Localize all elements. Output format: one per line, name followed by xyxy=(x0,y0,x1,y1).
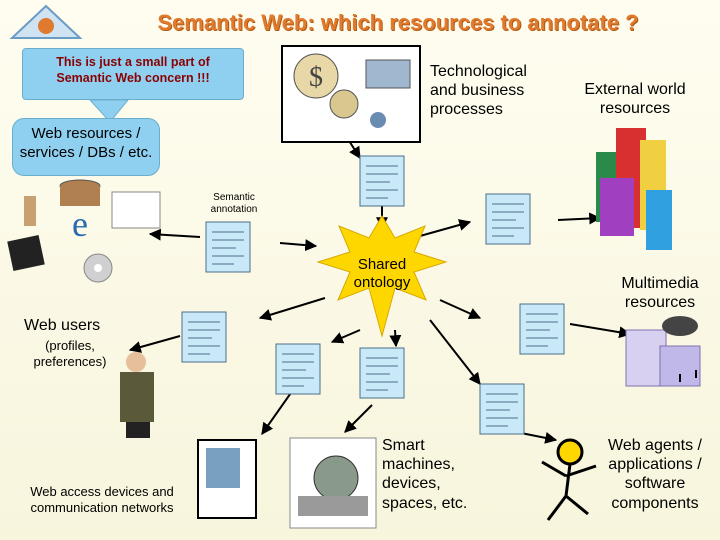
agent-figure xyxy=(541,438,597,521)
multimedia-line-1: Multimedia xyxy=(621,275,699,292)
web-users-line-3: preferences) xyxy=(33,353,107,369)
smart-line-3: devices, xyxy=(382,475,441,493)
smart-machine-image xyxy=(289,437,377,529)
shared-ontology-line-1: Shared xyxy=(357,256,407,273)
web-resources-line-1: Web resources / xyxy=(31,125,141,142)
web-access-label: Web access devices and communication net… xyxy=(10,484,194,515)
web-users-line-2: (profiles, xyxy=(45,338,95,353)
smart-line-4: spaces, etc. xyxy=(382,494,468,512)
web-resources-line-2: services / DBs / etc. xyxy=(19,143,153,161)
web-resources-box: Web resources / services / DBs / etc. xyxy=(12,118,160,176)
smart-line-1: Smart xyxy=(382,437,425,454)
agents-line-4: components xyxy=(611,494,699,512)
technological-line-2: and business xyxy=(430,82,525,100)
callout-line-2: Semantic Web concern !!! xyxy=(56,70,210,85)
web-access-line-1: Web access devices and xyxy=(30,484,174,499)
web-users-detail: (profiles, preferences) xyxy=(18,338,122,369)
multimedia-line-2: resources xyxy=(624,294,696,312)
web-user-figure xyxy=(120,352,154,438)
access-devices-icon xyxy=(197,439,257,519)
shared-ontology-star xyxy=(316,215,448,338)
agents-line-2: applications / xyxy=(608,456,702,474)
svg-text:e: e xyxy=(72,204,88,244)
callout-box: This is just a small part of Semantic We… xyxy=(22,48,244,100)
external-line-2: resources xyxy=(599,100,671,118)
semantic-annotation-line-1: Semantic xyxy=(213,192,255,203)
smart-line-2: machines, xyxy=(382,456,455,474)
svg-text:$: $ xyxy=(309,62,323,93)
multimedia-icon xyxy=(625,316,701,387)
multimedia-label: Multimedia resources xyxy=(608,274,712,312)
buildings-icon xyxy=(596,128,672,250)
web-resources-icons: e xyxy=(7,179,161,283)
business-process-image: $ xyxy=(281,45,421,143)
technological-label: Technological and business processes xyxy=(430,62,527,120)
agents-label: Web agents / applications / software com… xyxy=(596,436,714,513)
shared-ontology-label: Shared ontology xyxy=(336,256,428,292)
slide-title: Semantic Web: which resources to annotat… xyxy=(157,10,639,35)
agents-line-3: software xyxy=(624,475,686,493)
technological-line-1: Technological xyxy=(430,63,527,80)
web-access-line-2: communication networks xyxy=(30,499,174,515)
external-line-1: External world xyxy=(584,81,686,98)
callout-pointer xyxy=(88,99,130,123)
logo-icon xyxy=(9,4,83,39)
external-label: External world resources xyxy=(572,80,698,118)
agents-line-1: Web agents / xyxy=(608,437,702,454)
semantic-annotation-label: Semantic annotation xyxy=(196,192,272,216)
shared-ontology-line-2: ontology xyxy=(353,274,411,291)
semantic-annotation-line-2: annotation xyxy=(210,204,258,215)
smart-label: Smart machines, devices, spaces, etc. xyxy=(382,436,467,513)
callout-line-1: This is just a small part of xyxy=(56,55,210,69)
technological-line-3: processes xyxy=(430,101,503,119)
web-users-label: Web users xyxy=(24,317,101,334)
